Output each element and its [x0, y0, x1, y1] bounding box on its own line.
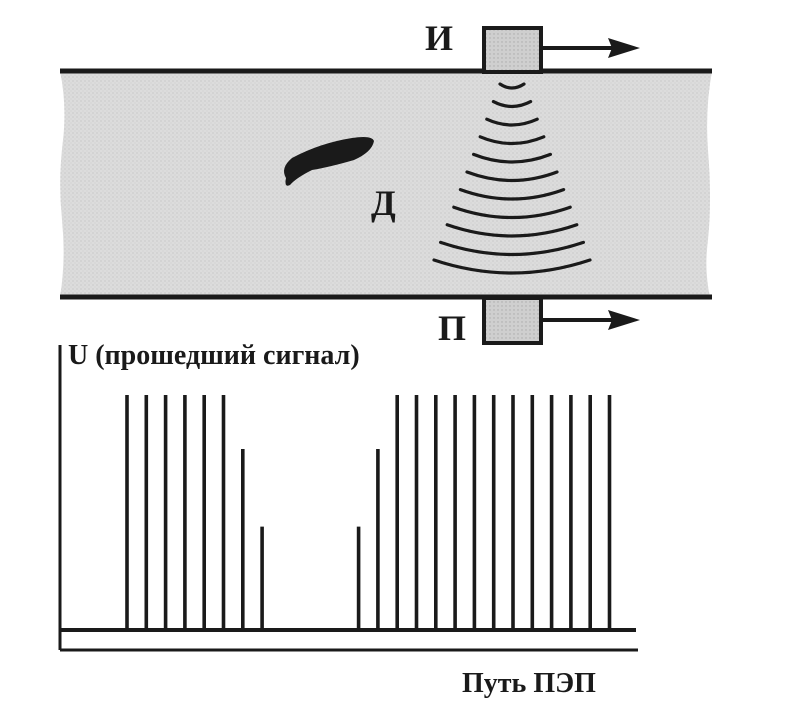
ultrasonic-wave-fronts [432, 82, 592, 275]
wave-front [432, 258, 592, 275]
receiver-probe [482, 296, 543, 345]
emitter-label: И [425, 18, 453, 58]
defect-shape [284, 137, 374, 186]
specimen-body [60, 71, 712, 297]
wave-front [485, 117, 539, 127]
receiver-label: П [438, 308, 466, 348]
specimen [60, 68, 712, 300]
signal-pulses [125, 395, 612, 630]
x-axis-label: Путь ПЭП [462, 668, 596, 699]
wave-front [472, 152, 552, 164]
emitter-probe [482, 26, 543, 74]
defect-label: Д [371, 183, 396, 223]
y-axis-label: U (прошедший сигнал) [68, 340, 360, 371]
receiver-transducer [482, 296, 640, 345]
wave-front [458, 188, 566, 201]
wave-front [478, 135, 546, 146]
wave-front [465, 170, 559, 183]
receiver-motion-arrowhead [608, 310, 640, 330]
wave-front [439, 240, 585, 257]
wave-front [491, 100, 533, 109]
wave-front [498, 82, 526, 90]
emitter-transducer [482, 26, 640, 74]
emitter-motion-arrowhead [608, 38, 640, 58]
signal-plot [58, 345, 638, 652]
wave-front [452, 205, 572, 220]
wave-front [445, 223, 579, 238]
